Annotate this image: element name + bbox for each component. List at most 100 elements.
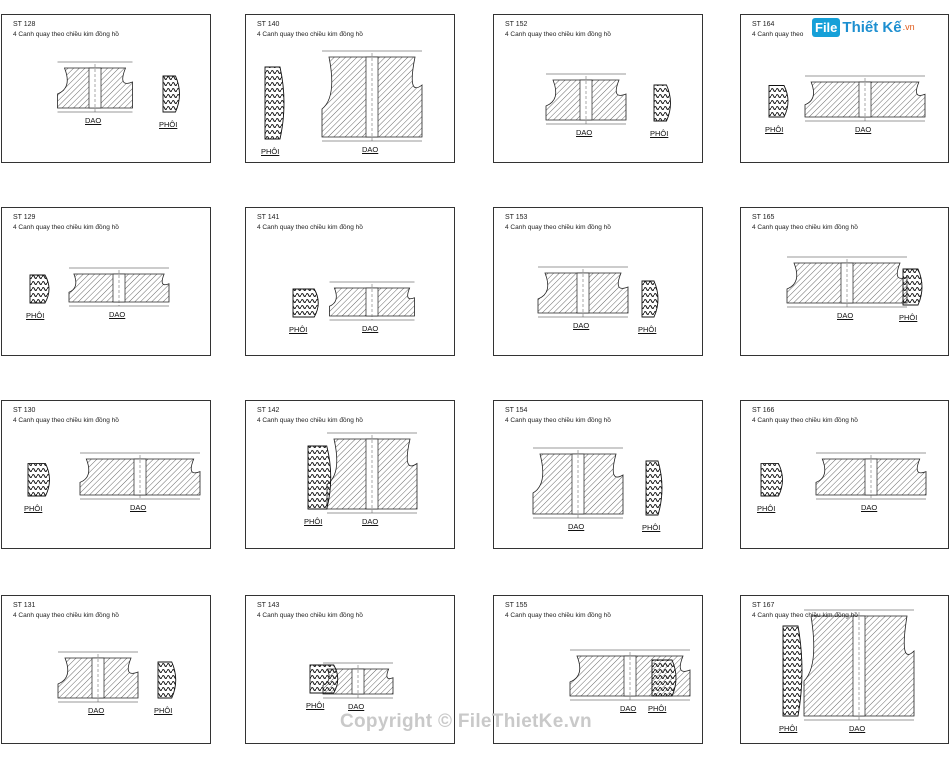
center-slot (91, 657, 105, 699)
profile-drawing (307, 432, 418, 514)
sheet-code: ST 165 (752, 214, 775, 221)
dao-label: DAO (362, 145, 379, 154)
profile-drawing (264, 50, 423, 142)
phoi-stock (768, 85, 789, 118)
center-slot (623, 655, 637, 697)
sheet-code: ST 143 (257, 602, 280, 609)
sheet-description: 4 Canh quay theo chiều kim đồng hồ (752, 612, 858, 619)
phoi-stock (27, 463, 50, 497)
drawing-sheet: ST 167 4 Canh quay theo chiều kim đồng hồ… (740, 595, 949, 744)
phoi-stock (902, 268, 923, 306)
dao-label: DAO (837, 311, 854, 320)
sheet-description: 4 Canh quay theo chiều kim đồng hồ (257, 31, 363, 38)
phoi-label: PHÔI (159, 120, 178, 129)
logo-suffix: .vn (902, 22, 915, 32)
sheet-description: 4 Canh quay theo chiều kim đồng hồ (257, 417, 363, 424)
drawing-sheet: ST 143 4 Canh quay theo chiều kim đồng hồ… (245, 595, 455, 744)
sheet-code: ST 152 (505, 21, 528, 28)
sheet-description: 4 Canh quay theo chiều kim đồng hồ (13, 31, 119, 38)
logo-text: Thiết Kế (842, 18, 902, 36)
dao-label: DAO (85, 116, 102, 125)
drawing-sheet: ST 129 4 Canh quay theo chiều kim đồng hồ… (1, 207, 211, 356)
profile-drawing (782, 609, 915, 721)
phoi-stock (651, 659, 677, 697)
phoi-label: PHÔI (642, 523, 661, 532)
dao-label: DAO (855, 125, 872, 134)
dao-label: DAO (568, 522, 585, 531)
phoi-label: PHÔI (306, 701, 325, 710)
sheet-description: 4 Canh quay theo chiều kim đồng hồ (505, 31, 611, 38)
profile-drawing (537, 266, 659, 318)
sheet-description: 4 Canh quay theo chiều kim đồng hồ (257, 224, 363, 231)
center-slot (571, 453, 585, 515)
profile-drawing (532, 447, 663, 519)
sheet-description: 4 Canh quay theo chiều kim đồng hồ (13, 417, 119, 424)
sheet-code: ST 153 (505, 214, 528, 221)
phoi-label: PHÔI (648, 704, 667, 713)
drawing-sheet: ST 152 4 Canh quay theo chiều kim đồng hồ… (493, 14, 703, 163)
phoi-stock (29, 274, 50, 304)
phoi-label: PHÔI (154, 706, 173, 715)
profile-drawing (57, 61, 180, 113)
sheet-code: ST 128 (13, 21, 36, 28)
phoi-stock (645, 460, 663, 516)
sheet-description: 4 Canh quay theo chiều kim đồng hồ (505, 612, 611, 619)
dao-label: DAO (130, 503, 147, 512)
profile-drawing (292, 281, 415, 321)
phoi-label: PHÔI (765, 125, 784, 134)
sheet-code: ST 166 (752, 407, 775, 414)
sheet-description: 4 Canh quay theo chiều kim đồng hồ (505, 417, 611, 424)
profile-drawing (569, 649, 691, 701)
profile-drawing (786, 256, 923, 308)
sheet-description: 4 Canh quay theo chiều kim đồng hồ (752, 417, 858, 424)
sheet-code: ST 129 (13, 214, 36, 221)
copyright-watermark: Copyright © FileThietKe.vn (340, 711, 592, 732)
sheet-description: 4 Canh quay theo chiều kim đồng hồ (752, 224, 858, 231)
sheet-code: ST 167 (752, 602, 775, 609)
logo-box: File (812, 17, 841, 37)
center-slot (576, 272, 590, 314)
phoi-stock (309, 664, 339, 694)
dao-label: DAO (573, 321, 590, 330)
site-logo: File Thiết Kế .vn (812, 14, 915, 40)
phoi-label: PHÔI (289, 325, 308, 334)
profile-drawing (27, 452, 201, 500)
dao-label: DAO (109, 310, 126, 319)
dao-label: DAO (362, 324, 379, 333)
sheet-code: ST 142 (257, 407, 280, 414)
phoi-stock (157, 661, 177, 699)
phoi-stock (307, 445, 332, 510)
sheet-description: 4 Canh quay theo chiều kim đồng hồ (13, 612, 119, 619)
sheet-description: 4 Canh quay theo (752, 31, 804, 38)
phoi-label: PHÔI (899, 313, 918, 322)
drawing-sheet: ST 154 4 Canh quay theo chiều kim đồng hồ… (493, 400, 703, 549)
drawing-sheet: ST 141 4 Canh quay theo chiều kim đồng hồ… (245, 207, 455, 356)
profile-drawing (57, 651, 177, 703)
dao-label: DAO (620, 704, 637, 713)
sheet-code: ST 130 (13, 407, 36, 414)
sheet-description: 4 Canh quay theo chiều kim đồng hồ (257, 612, 363, 619)
phoi-label: PHÔI (304, 517, 323, 526)
phoi-stock (782, 625, 803, 717)
profile-drawing (545, 73, 671, 125)
dao-label: DAO (88, 706, 105, 715)
phoi-stock (641, 280, 659, 318)
phoi-stock (264, 66, 285, 140)
profile-drawing (768, 75, 926, 122)
sheet-description: 4 Canh quay theo chiều kim đồng hồ (13, 224, 119, 231)
center-slot (840, 262, 854, 304)
phoi-label: PHÔI (26, 311, 45, 320)
dao-label: DAO (576, 128, 593, 137)
sheet-code: ST 141 (257, 214, 280, 221)
profile-drawing (29, 267, 170, 307)
profile-drawing (309, 662, 394, 699)
drawing-sheet: ST 130 4 Canh quay theo chiều kim đồng hồ… (1, 400, 211, 549)
phoi-stock (760, 463, 783, 497)
center-slot (365, 56, 379, 138)
sheet-code: ST 154 (505, 407, 528, 414)
phoi-stock (292, 288, 319, 318)
